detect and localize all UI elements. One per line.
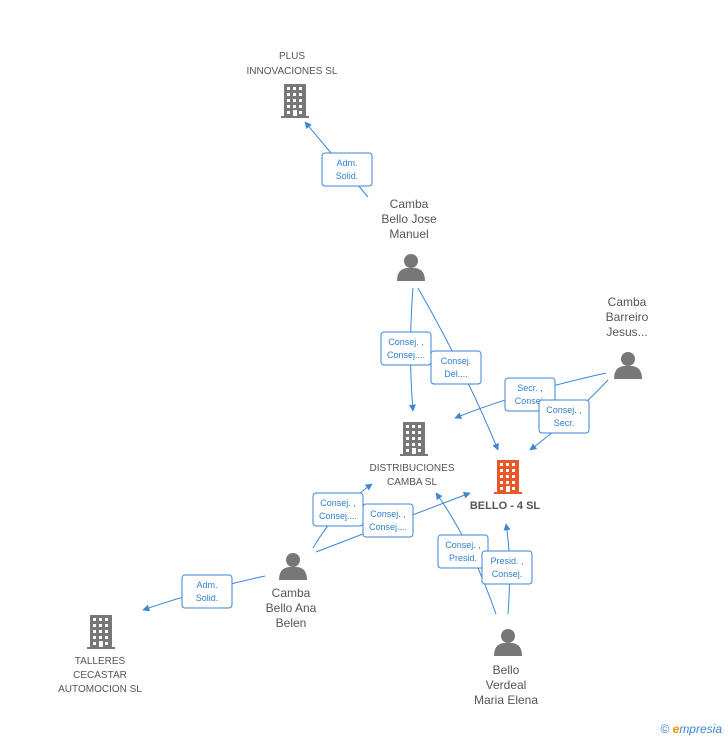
node-label: Jesus... bbox=[606, 325, 647, 339]
copyright-symbol: © bbox=[660, 722, 670, 736]
node-label: Bello Jose bbox=[381, 212, 437, 226]
edge-label-text: Presid. bbox=[449, 553, 477, 563]
edge-label-box[interactable] bbox=[430, 350, 482, 385]
node-distribuciones[interactable]: DISTRIBUCIONES CAMBA SL bbox=[369, 422, 455, 488]
person-icon[interactable] bbox=[614, 352, 642, 379]
edge-label-text: Consej. , bbox=[388, 337, 424, 347]
brand-initial: e bbox=[672, 722, 680, 736]
edge-label-text: Consej. bbox=[492, 569, 523, 579]
node-talleres[interactable]: TALLERES CECASTAR AUTOMOCION SL bbox=[58, 615, 142, 695]
edge-label-e-jose-dist[interactable]: Consej. , Consej.... bbox=[380, 331, 432, 366]
node-camba-barreiro[interactable]: CambaBarreiroJesus... bbox=[606, 295, 649, 379]
edge-label-text: Del.... bbox=[444, 369, 468, 379]
node-label: Verdeal bbox=[486, 678, 527, 692]
edge-label-text: Consej. bbox=[441, 356, 472, 366]
node-label: Camba bbox=[390, 197, 429, 211]
node-label: TALLERES bbox=[75, 656, 126, 667]
edge-label-text: Consej. , bbox=[370, 509, 406, 519]
node-label: Camba bbox=[608, 295, 647, 309]
node-label: Camba bbox=[272, 586, 311, 600]
edge-label-text: Secr. , bbox=[517, 383, 543, 393]
edge-label-text: Consej. , bbox=[546, 405, 582, 415]
node-label: CECASTAR bbox=[73, 670, 127, 681]
edges-layer bbox=[142, 121, 609, 615]
node-label: Maria Elena bbox=[474, 693, 538, 707]
edge-label-e-maria-dist[interactable]: Consej. , Presid. bbox=[437, 534, 489, 569]
edge-label-text: Consej.... bbox=[319, 511, 357, 521]
edge-label-e-ana-talleres[interactable]: Adm. Solid. bbox=[181, 574, 233, 609]
edge-label-text: Solid. bbox=[336, 171, 359, 181]
node-label: Belen bbox=[276, 616, 307, 630]
node-label: CAMBA SL bbox=[387, 477, 437, 488]
building-icon[interactable] bbox=[400, 422, 428, 456]
edge-label-text: Consej. , bbox=[320, 498, 356, 508]
edge-label-box[interactable] bbox=[362, 503, 414, 538]
person-icon[interactable] bbox=[494, 629, 522, 656]
edge-label-text: Adm. bbox=[336, 158, 357, 168]
edge-label-e-ana-bello4[interactable]: Consej. , Consej.... bbox=[362, 503, 414, 538]
edge-label-box[interactable] bbox=[321, 152, 373, 187]
node-label: AUTOMOCION SL bbox=[58, 684, 142, 695]
edge-label-text: Consej.... bbox=[369, 522, 407, 532]
node-label: DISTRIBUCIONES bbox=[369, 463, 454, 474]
node-label: Barreiro bbox=[606, 310, 649, 324]
edge-label-text: Secr. bbox=[554, 418, 575, 428]
node-plus[interactable]: PLUS INNOVACIONES SL bbox=[247, 51, 338, 118]
node-label: Bello Ana bbox=[266, 601, 317, 615]
edge-label-box[interactable] bbox=[538, 399, 590, 434]
node-label: BELLO - 4 SL bbox=[470, 500, 541, 512]
node-label: Bello bbox=[493, 663, 520, 677]
footer-brand[interactable]: © empresia bbox=[660, 722, 722, 736]
node-label: INNOVACIONES SL bbox=[247, 66, 338, 77]
edge-label-box[interactable] bbox=[380, 331, 432, 366]
node-label: PLUS bbox=[279, 51, 305, 62]
person-icon[interactable] bbox=[279, 553, 307, 580]
brand-name: mpresia bbox=[679, 722, 722, 736]
person-icon[interactable] bbox=[397, 254, 425, 281]
edge-label-e-ana-dist[interactable]: Consej. , Consej.... bbox=[312, 492, 364, 527]
building-icon[interactable] bbox=[494, 460, 522, 494]
edge-label-e-maria-bello4[interactable]: Presid. , Consej. bbox=[481, 550, 533, 585]
edge-label-e-jose-plus[interactable]: Adm. Solid. bbox=[321, 152, 373, 187]
edge-label-text: Consej. , bbox=[445, 540, 481, 550]
edge-label-text: Adm. bbox=[196, 580, 217, 590]
node-label: Manuel bbox=[389, 227, 428, 241]
edge-label-text: Consej.... bbox=[387, 350, 425, 360]
edge-label-box[interactable] bbox=[181, 574, 233, 609]
edge-label-e-barreiro-bello4[interactable]: Consej. , Secr. bbox=[538, 399, 590, 434]
node-bello4[interactable]: BELLO - 4 SL bbox=[470, 460, 541, 512]
edge-label-text: Consej. bbox=[515, 396, 546, 406]
building-icon[interactable] bbox=[281, 84, 309, 118]
edge-label-text: Presid. , bbox=[490, 556, 523, 566]
edge-label-box[interactable] bbox=[481, 550, 533, 585]
edge-labels-layer: Adm. Solid. Consej. , Consej.... Consej. Del.… bbox=[181, 152, 590, 609]
building-icon[interactable] bbox=[87, 615, 115, 649]
edge-label-text: Solid. bbox=[196, 593, 219, 603]
edge-label-e-jose-bello4[interactable]: Consej. Del.... bbox=[430, 350, 482, 385]
